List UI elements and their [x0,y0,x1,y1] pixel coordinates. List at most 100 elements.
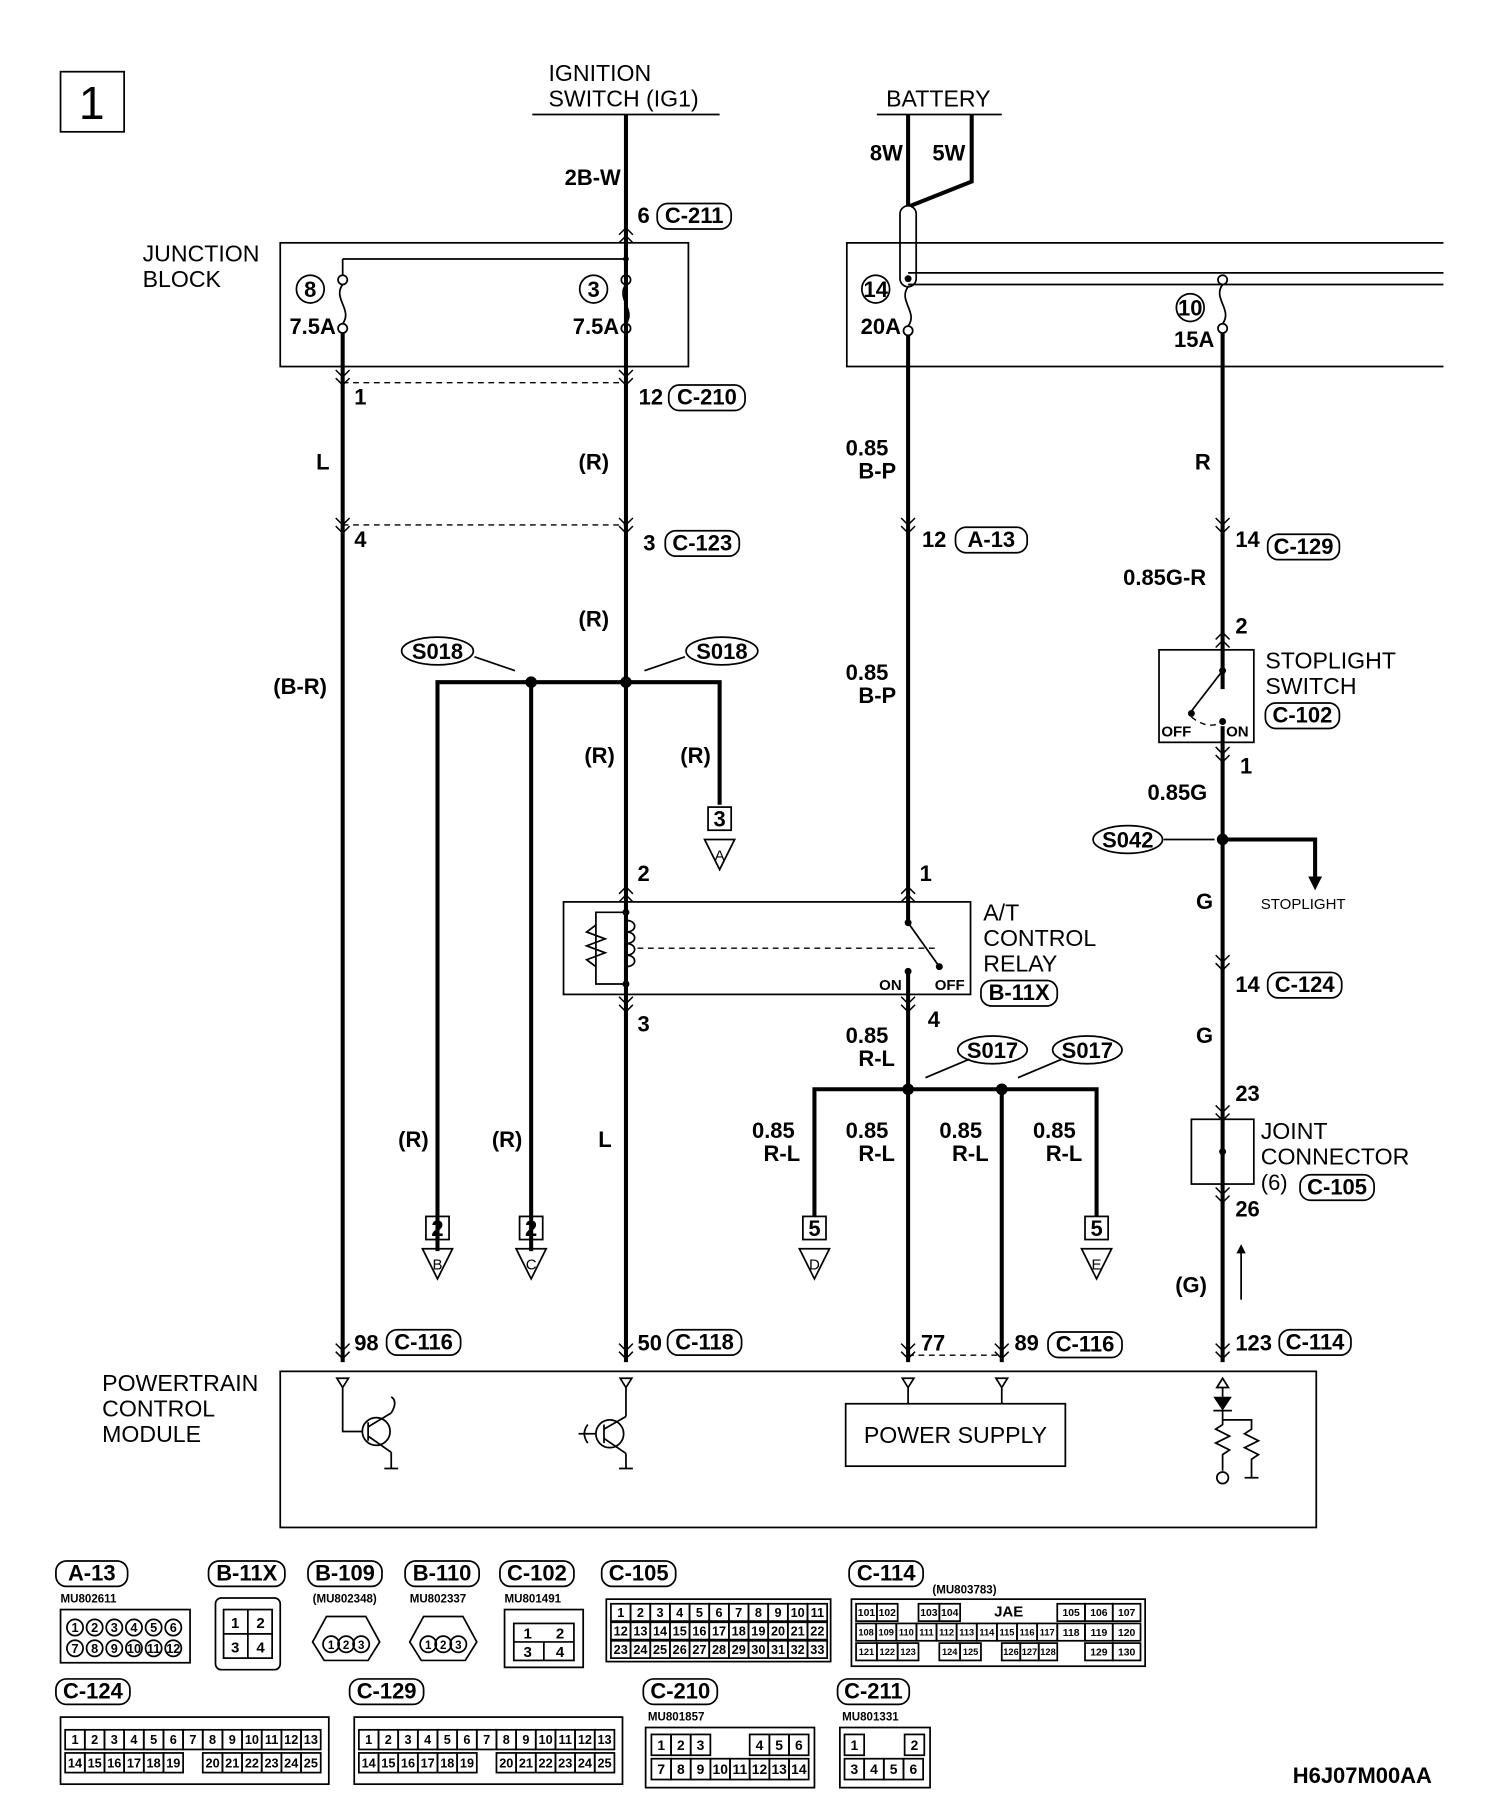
pin-label: 89 [1014,1331,1038,1356]
legend-pin: 4 [424,1732,431,1747]
connector-c105: C-105 [1307,1174,1367,1199]
legend-pin: 122 [880,1647,895,1657]
legend-pin: 128 [1040,1647,1055,1657]
legend-pin: 2 [91,1732,98,1747]
wire-label: R-L [952,1141,989,1166]
legend-pin: 29 [732,1642,746,1657]
legend-pin: 116 [1020,1627,1035,1637]
legend-pin: 3 [358,1640,364,1652]
legend-pin: 6 [170,1620,177,1635]
legend-pin: 2 [637,1605,644,1620]
legend-pin: 7 [189,1732,196,1747]
legend-b11x: B-11X 1 2 3 4 [207,1560,286,1671]
legend-pin: 11 [559,1732,572,1747]
legend-pin: 101 [858,1608,876,1619]
legend-id: C-114 [857,1561,916,1586]
offpage-a: 3 A [703,806,737,872]
legend-pin: 4 [130,1732,137,1747]
legend-pin: 118 [1063,1628,1080,1639]
wire-label: G [1196,889,1213,914]
legend-pin: 3 [524,1644,532,1661]
legend-pin: 6 [795,1737,803,1753]
offpage-page: 3 [714,807,726,832]
legend-pin: 121 [859,1647,874,1657]
legend-pin: 18 [440,1755,454,1770]
page-number-box [59,70,126,133]
ignition-label-1: IGNITION [548,60,651,86]
wire-label: (R) [579,607,609,632]
relay-label-3: RELAY [983,950,1057,976]
fuse-14-num: 14 [864,277,889,302]
connector-c116: C-116 [1056,1332,1115,1357]
offpage-page: 2 [525,1216,537,1241]
legend-pin: 17 [127,1755,141,1770]
legend-pin: 20 [499,1755,513,1770]
wire-label: 0.85 [846,660,889,685]
legend-pin: 7 [657,1761,665,1777]
legend-pin: 11 [265,1732,278,1747]
offpage-e: 5 E [1080,1215,1114,1281]
legend-pin: 15 [88,1755,102,1770]
legend-pin: 4 [556,1644,565,1661]
offpage-letter: E [1092,1257,1102,1274]
connector-c124: C-124 [1275,972,1336,997]
legend-pin: 111 [919,1627,933,1637]
wire-label: R-L [858,1141,895,1166]
legend-pin: 33 [810,1642,824,1657]
legend-pin: 113 [959,1627,974,1637]
legend-pin: 28 [712,1642,726,1657]
legend-pin: 5 [775,1737,783,1753]
legend-pin: 1 [71,1732,78,1747]
legend-pin: 22 [539,1755,553,1770]
legend-pin: 24 [633,1642,647,1657]
legend-pin: 10 [712,1761,728,1777]
wire-label: (R) [579,449,609,474]
legend-pin: 25 [598,1755,612,1770]
fuse-10-rating: 15A [1174,327,1214,352]
pin-label: 2 [1235,614,1247,639]
legend-id: C-124 [63,1679,124,1704]
legend-pin: 17 [712,1624,726,1639]
pin-label: 26 [1235,1196,1259,1221]
legend-pin: 3 [850,1761,858,1777]
legend-pin: 119 [1091,1628,1108,1639]
legend-pin: 19 [460,1755,474,1770]
battery: BATTERY 8W 5W [870,85,1002,208]
legend-pin: 9 [774,1605,781,1620]
legend-pin: 25 [653,1642,667,1657]
power-supply-label: POWER SUPPLY [864,1422,1047,1448]
legend-pin: 20 [206,1755,220,1770]
legend-part: MU801857 [648,1712,705,1724]
wire-label: L [598,1127,611,1152]
fuse-3-rating: 7.5A [573,314,620,339]
legend-pin: 12 [166,1641,180,1656]
legend-pin: 1 [71,1620,78,1635]
legend-pin: 1 [425,1640,432,1652]
wire-label: R-L [858,1046,895,1071]
connector-a13: A-13 [968,527,1016,552]
connector-c118: C-118 [675,1329,734,1354]
legend-pin: 16 [107,1755,121,1770]
legend-pin: 18 [147,1755,161,1770]
legend-part: MU801331 [842,1712,899,1724]
legend-b110: B-110 MU802337 1 2 3 [404,1560,480,1662]
legend-pin: 4 [130,1620,137,1635]
legend-pin: 19 [751,1624,765,1639]
legend-pin: 102 [879,1608,897,1619]
connector-c102: C-102 [1272,703,1332,728]
legend-pin: 21 [519,1755,533,1770]
wire-label: (B-R) [273,674,327,699]
legend-pin: 1 [524,1625,532,1642]
wire-label: R-L [764,1141,801,1166]
pin-label: 98 [354,1331,378,1356]
legend-pin: 1 [328,1640,335,1652]
pin-label: 4 [928,1007,941,1032]
connector-c211: C-211 [665,203,724,228]
legend-pin: 18 [732,1624,746,1639]
legend-part: MU802611 [61,1594,117,1606]
legend-pin: 5 [890,1761,898,1777]
legend-c102: C-102 MU801491 1 2 3 4 [499,1560,585,1669]
legend-pin: 21 [225,1755,239,1770]
